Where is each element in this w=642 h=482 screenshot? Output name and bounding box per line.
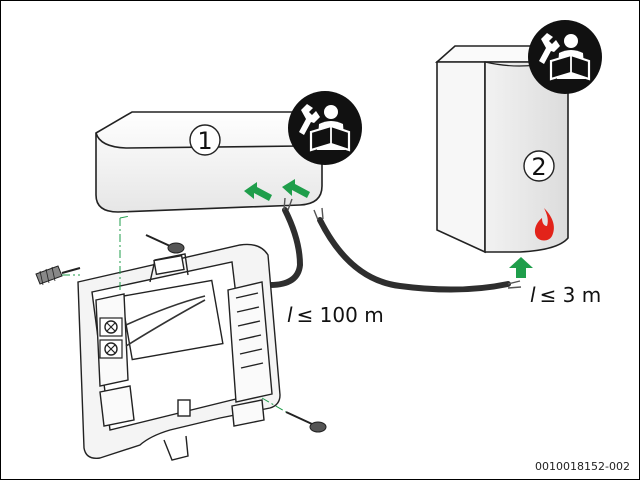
installer-manual-icon bbox=[528, 20, 602, 94]
svg-text:l≤ 3 m: l≤ 3 m bbox=[530, 283, 601, 307]
svg-text:2: 2 bbox=[531, 153, 546, 181]
callout-2: 2 bbox=[523, 150, 555, 182]
screw bbox=[61, 267, 81, 274]
svg-text:1: 1 bbox=[197, 127, 212, 155]
svg-text:l≤ 100 m: l≤ 100 m bbox=[287, 303, 384, 327]
boiler-unit bbox=[434, 43, 570, 254]
alignment-lines bbox=[62, 215, 287, 413]
callout-1: 1 bbox=[189, 124, 221, 156]
green-arrow-icon bbox=[509, 257, 533, 278]
screw bbox=[145, 234, 185, 254]
boiler-cable-length-label: l≤ 3 m bbox=[530, 283, 601, 307]
mounting-plate bbox=[77, 243, 281, 461]
terminal-wires bbox=[125, 295, 206, 347]
wall-plug bbox=[35, 265, 63, 286]
flame-icon bbox=[534, 208, 554, 241]
terminal-block bbox=[99, 317, 123, 359]
bus-cable-length-label: l≤ 100 m bbox=[287, 303, 384, 327]
cable-ends bbox=[283, 197, 522, 289]
screw bbox=[285, 411, 327, 433]
green-arrow-icon bbox=[244, 182, 272, 201]
boiler-cable bbox=[317, 217, 511, 293]
installer-manual-icon bbox=[288, 91, 362, 165]
document-code: 0010018152-002 bbox=[535, 460, 630, 473]
green-arrow-icon bbox=[282, 179, 310, 198]
